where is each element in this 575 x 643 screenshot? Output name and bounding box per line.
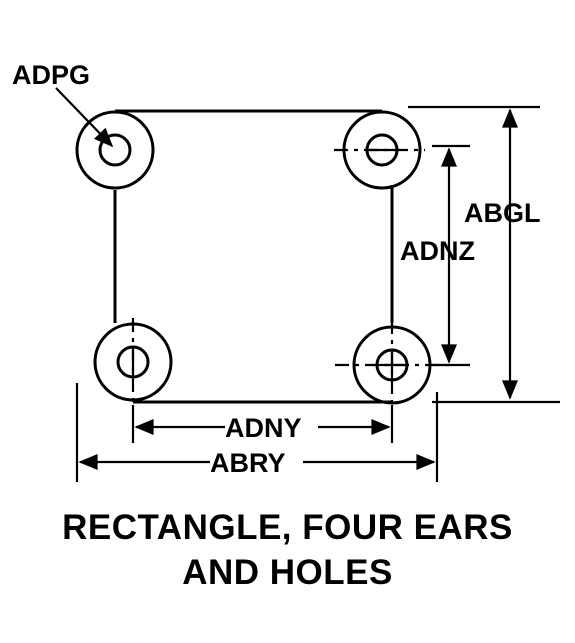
overall-width-label: ABRY — [210, 448, 286, 478]
ear-top-right — [334, 110, 425, 190]
hole-spacing-vertical-label: ADNZ — [400, 236, 475, 266]
ear-top-left — [75, 110, 155, 190]
ear-bottom-right — [335, 320, 450, 410]
overall-height-dimension — [408, 105, 560, 404]
overall-width-dimension — [75, 383, 439, 482]
overall-height-label: ABGL — [464, 198, 541, 228]
caption-line-2: AND HOLES — [182, 553, 393, 592]
hole-spacing-horizontal-label: ADNY — [225, 413, 302, 443]
hole-spacing-vertical-dimension — [432, 144, 470, 367]
caption-line-1: RECTANGLE, FOUR EARS — [62, 508, 513, 547]
plate-outline — [113, 109, 394, 404]
hole-diameter-leader — [55, 87, 114, 148]
hole-diameter-label: ADPG — [12, 60, 90, 90]
hole-spacing-horizontal-dimension — [131, 405, 394, 443]
ear-bottom-left — [93, 318, 173, 408]
